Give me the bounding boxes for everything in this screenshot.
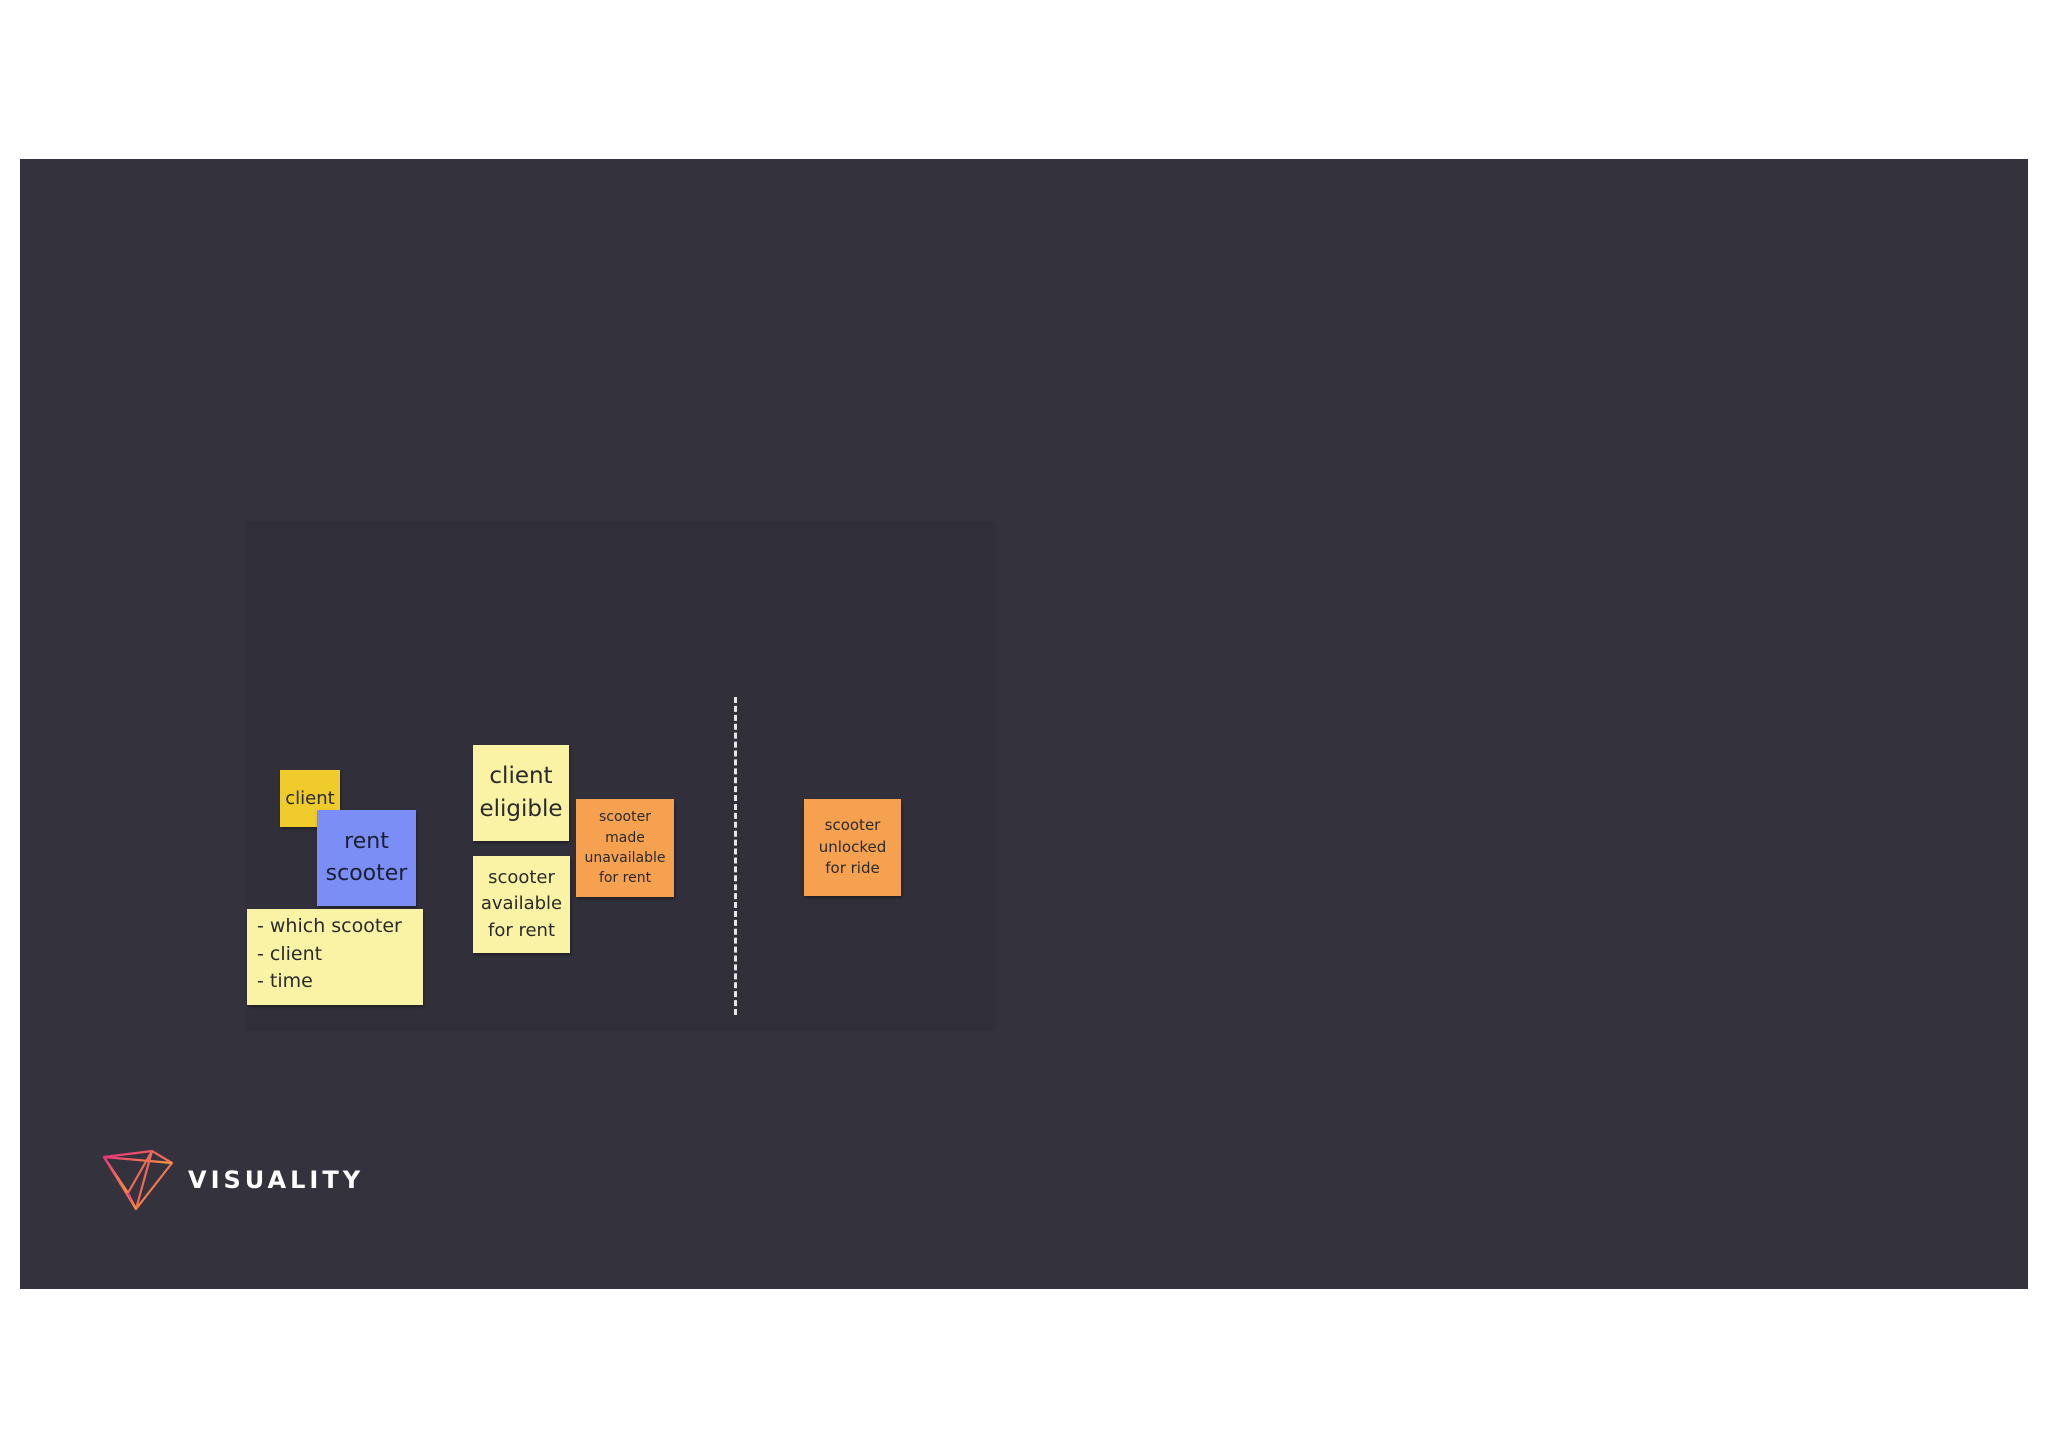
brand-logo: VISUALITY	[102, 1149, 364, 1211]
sticky-note-scooter-unlocked: scooter unlocked for ride	[804, 799, 901, 896]
sticky-note-parameters: - which scooter - client - time	[247, 909, 423, 1005]
sticky-note-rent-scooter: rent scooter	[317, 810, 416, 906]
visuality-logo-icon	[102, 1149, 174, 1211]
sticky-note-client-eligible: client eligible	[473, 745, 569, 841]
sticky-note-scooter-available: scooter available for rent	[473, 856, 570, 953]
slide-canvas: client rent scooter - which scooter - cl…	[20, 159, 2028, 1289]
dashed-divider	[734, 697, 737, 1015]
brand-name: VISUALITY	[188, 1166, 365, 1194]
sticky-note-scooter-unavailable: scooter made unavailable for rent	[576, 799, 674, 897]
